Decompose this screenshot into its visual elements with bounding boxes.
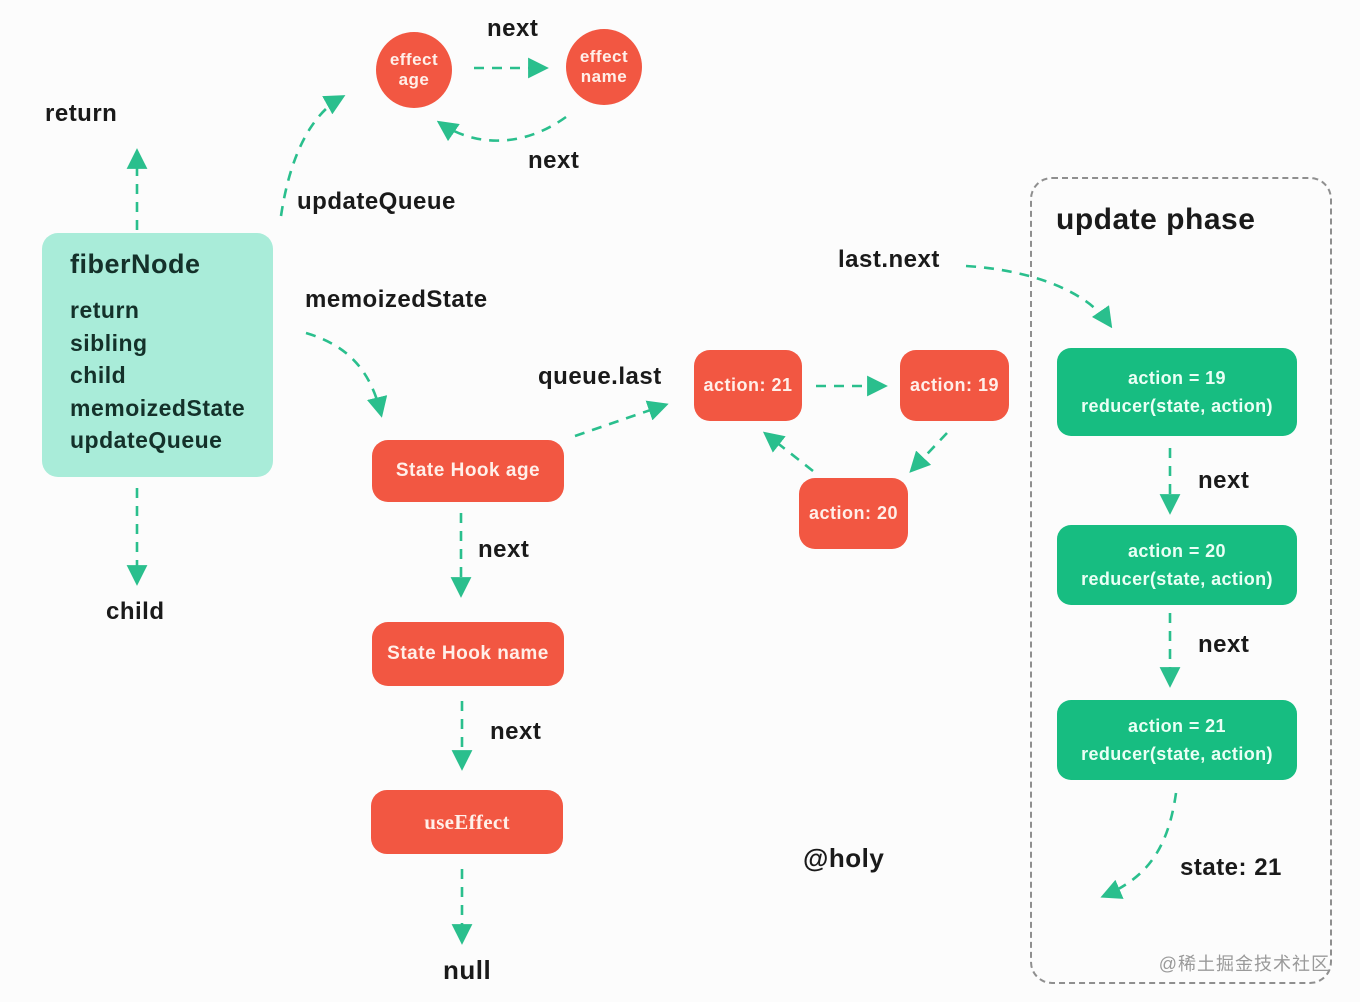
effect-name-line2: name	[580, 67, 628, 86]
effect-age-line2: age	[398, 70, 430, 89]
fiber-field-child: child	[70, 362, 127, 388]
arrow-queue-last-to-action21	[574, 400, 669, 438]
reducer-21-line2: reducer(state, action)	[1081, 744, 1273, 764]
effect-name-node: effect name	[566, 29, 642, 105]
label-next-hook-name: next	[490, 718, 542, 745]
reducer-19-line2: reducer(state, action)	[1081, 396, 1273, 416]
label-state-result: state: 21	[1180, 854, 1282, 881]
label-return: return	[45, 100, 118, 127]
reducer-19-line1: action = 19	[1128, 368, 1226, 388]
label-next-hook-age: next	[478, 536, 530, 563]
label-memoizedstate: memoizedState	[305, 286, 488, 313]
state-hook-name-node: State Hook name	[372, 622, 564, 686]
reducer-20-node: action = 20 reducer(state, action)	[1057, 525, 1297, 605]
label-last-next: last.next	[838, 246, 940, 273]
state-hook-age-node: State Hook age	[372, 440, 564, 502]
effect-age-node: effect age	[376, 32, 452, 108]
fiber-field-memoizedstate: memoizedState	[70, 394, 246, 421]
update-phase-title: update phase	[1056, 203, 1256, 236]
reducer-20-line2: reducer(state, action)	[1081, 569, 1273, 589]
label-child: child	[106, 598, 165, 625]
action-19-node: action: 19	[900, 350, 1009, 421]
reducer-21-line1: action = 21	[1128, 716, 1226, 736]
arrow-action20-to-action21	[762, 431, 814, 473]
effect-name-line1: effect	[579, 47, 629, 66]
watermark: @稀土掘金技术社区	[1158, 954, 1330, 974]
arrow-memoizedstate-to-hook-age	[305, 331, 388, 418]
arrow-action19-to-action20	[909, 432, 948, 473]
action-21-node: action: 21	[694, 350, 802, 421]
update-phase-container	[1030, 177, 1332, 984]
label-author: @holy	[803, 843, 885, 873]
reducer-20-line1: action = 20	[1128, 541, 1226, 561]
label-next-effects-back: next	[528, 147, 580, 174]
fiber-node-title: fiberNode	[70, 249, 201, 279]
useeffect-node: useEffect	[371, 790, 563, 854]
fiber-field-updatequeue: updateQueue	[70, 427, 223, 453]
label-updatequeue: updateQueue	[297, 188, 456, 215]
arrow-effect-name-back-to-effect-age	[436, 115, 567, 142]
action-20-node: action: 20	[799, 478, 908, 549]
label-null: null	[443, 955, 492, 985]
label-next-reducer-1: next	[1198, 467, 1250, 494]
fiber-field-return: return	[70, 297, 140, 323]
fiber-node-box: fiberNode return sibling child memoizedS…	[42, 233, 273, 477]
label-queue-last: queue.last	[538, 363, 662, 390]
label-next-reducer-2: next	[1198, 631, 1250, 658]
label-next-effects-forward: next	[487, 15, 539, 42]
effect-age-line1: effect	[389, 50, 439, 69]
reducer-21-node: action = 21 reducer(state, action)	[1057, 700, 1297, 780]
fiber-field-sibling: sibling	[70, 329, 148, 356]
reducer-19-node: action = 19 reducer(state, action)	[1057, 348, 1297, 436]
